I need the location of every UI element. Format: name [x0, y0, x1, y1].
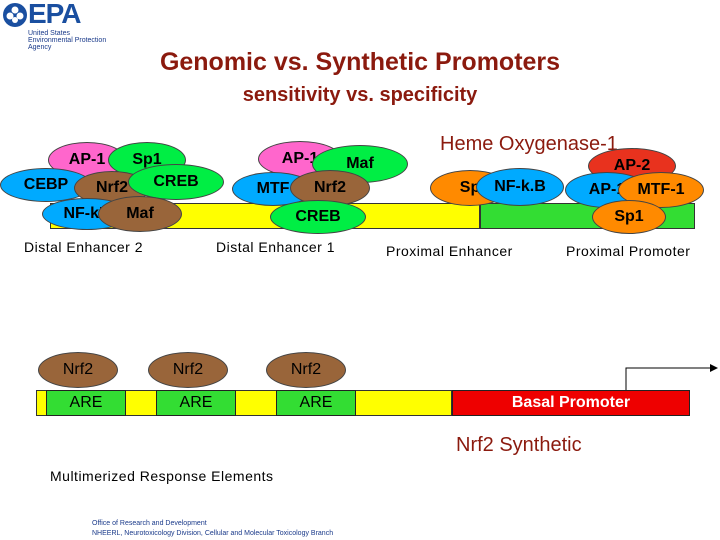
oval-sp1-pp: Sp1 [592, 200, 666, 234]
multimerized-label: Multimerized Response Elements [50, 468, 274, 484]
page-subtitle: sensitivity vs. specificity [242, 84, 478, 106]
epa-logo: EPA United States Environmental Protecti… [2, 0, 122, 52]
label-distal-enhancer-2: Distal Enhancer 2 [24, 239, 144, 255]
heme-title: Heme Oxygenase-1 [440, 133, 618, 155]
oval-creb-d2: CREB [128, 164, 224, 200]
transcription-start-arrow-icon [625, 364, 718, 390]
nrf2-synthetic-label: Nrf2 Synthetic [456, 434, 582, 456]
are-box-3: ARE [276, 390, 356, 416]
oval-cebp-d2: CEBP [0, 168, 92, 202]
are-box-2: ARE [156, 390, 236, 416]
epa-line-2: Environmental Protection [28, 37, 107, 44]
epa-flower-icon [3, 3, 27, 27]
oval-creb-d1: CREB [270, 200, 366, 234]
label-proximal-promoter: Proximal Promoter [566, 243, 691, 259]
oval-nfkb-pe: NF-k.B [476, 168, 564, 206]
label-distal-enhancer-1: Distal Enhancer 1 [216, 239, 336, 255]
oval-nrf2-syn-3: Nrf2 [266, 352, 346, 388]
epa-wordmark: EPA [28, 0, 81, 29]
label-proximal-enhancer: Proximal Enhancer [386, 243, 513, 259]
oval-maf-d2: Maf [98, 196, 182, 232]
epa-line-1: United States [28, 30, 71, 37]
are-box-1: ARE [46, 390, 126, 416]
footer-line-1: Office of Research and Development [92, 520, 207, 527]
footer-line-2: NHEERL, Neurotoxicology Division, Cellul… [92, 530, 334, 537]
basal-promoter-box: Basal Promoter [452, 390, 690, 416]
oval-nrf2-syn-1: Nrf2 [38, 352, 118, 388]
page-title: Genomic vs. Synthetic Promoters [159, 48, 561, 76]
epa-line-3: Agency [28, 44, 52, 51]
oval-nrf2-syn-2: Nrf2 [148, 352, 228, 388]
